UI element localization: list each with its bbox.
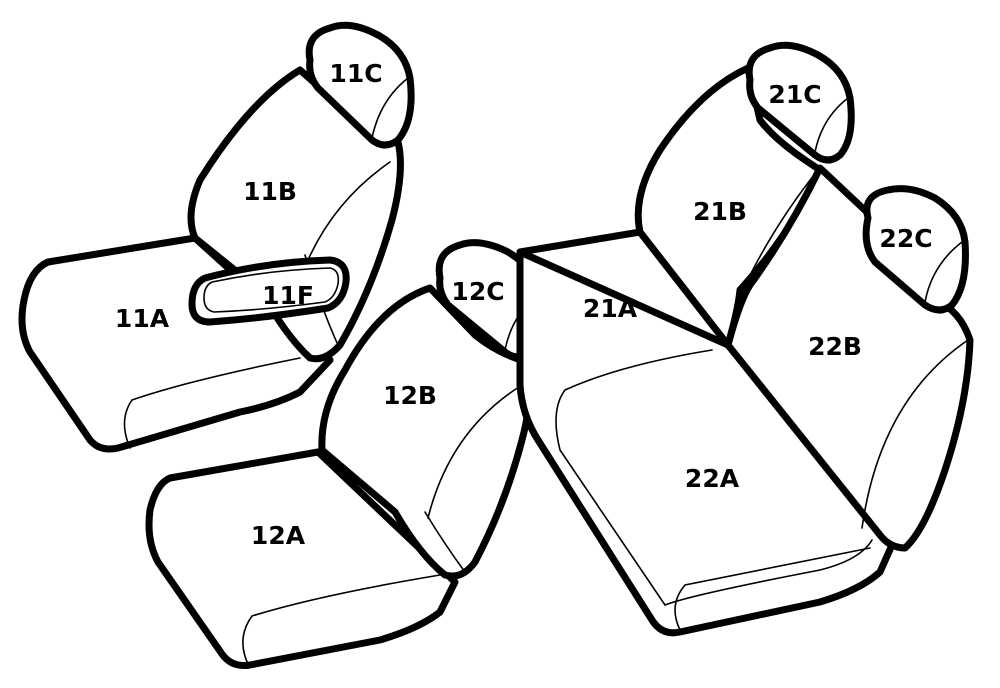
label-22B: 22B — [808, 332, 862, 361]
seat-cushion-divider — [516, 248, 732, 349]
headrest-22C-seam — [924, 241, 963, 303]
front-left-seat — [18, 21, 415, 453]
seat-cushion-22A-lower-seam — [674, 547, 871, 631]
label-11B: 11B — [243, 177, 297, 206]
headrest-11C — [305, 21, 415, 149]
label-21C: 21C — [768, 80, 821, 109]
label-22C: 22C — [879, 224, 932, 253]
label-11A: 11A — [115, 304, 170, 333]
seat-cushion-12A-seam — [242, 574, 441, 665]
seatback-12B-seam — [427, 384, 523, 519]
seatback-22B-seam — [861, 339, 969, 529]
armrest-11F-seam — [203, 267, 340, 313]
label-12A: 12A — [251, 521, 306, 550]
label-11C: 11C — [329, 59, 382, 88]
headrest-22C — [862, 185, 969, 314]
seat-cushion-22A-panel — [555, 349, 873, 606]
label-22A: 22A — [685, 464, 740, 493]
label-21B: 21B — [693, 197, 747, 226]
label-11F: 11F — [262, 281, 314, 310]
label-12C: 12C — [451, 277, 504, 306]
seatback-11B-seam — [307, 161, 391, 261]
label-12B: 12B — [383, 381, 437, 410]
headrest-11C-seam — [371, 77, 409, 139]
rear-bench — [516, 41, 974, 637]
headrest-21C — [745, 41, 855, 164]
armrest-11F — [188, 256, 350, 326]
seat-cushion-21A-22A — [516, 228, 896, 637]
label-21A: 21A — [583, 294, 638, 323]
headrest-21C-seam — [814, 97, 849, 153]
seat-cushion-11A-seam — [123, 357, 301, 449]
seat-cushion-12A — [145, 448, 459, 669]
seatback-12B-side-seam — [424, 511, 466, 573]
seatback-21B-seam — [737, 169, 819, 301]
